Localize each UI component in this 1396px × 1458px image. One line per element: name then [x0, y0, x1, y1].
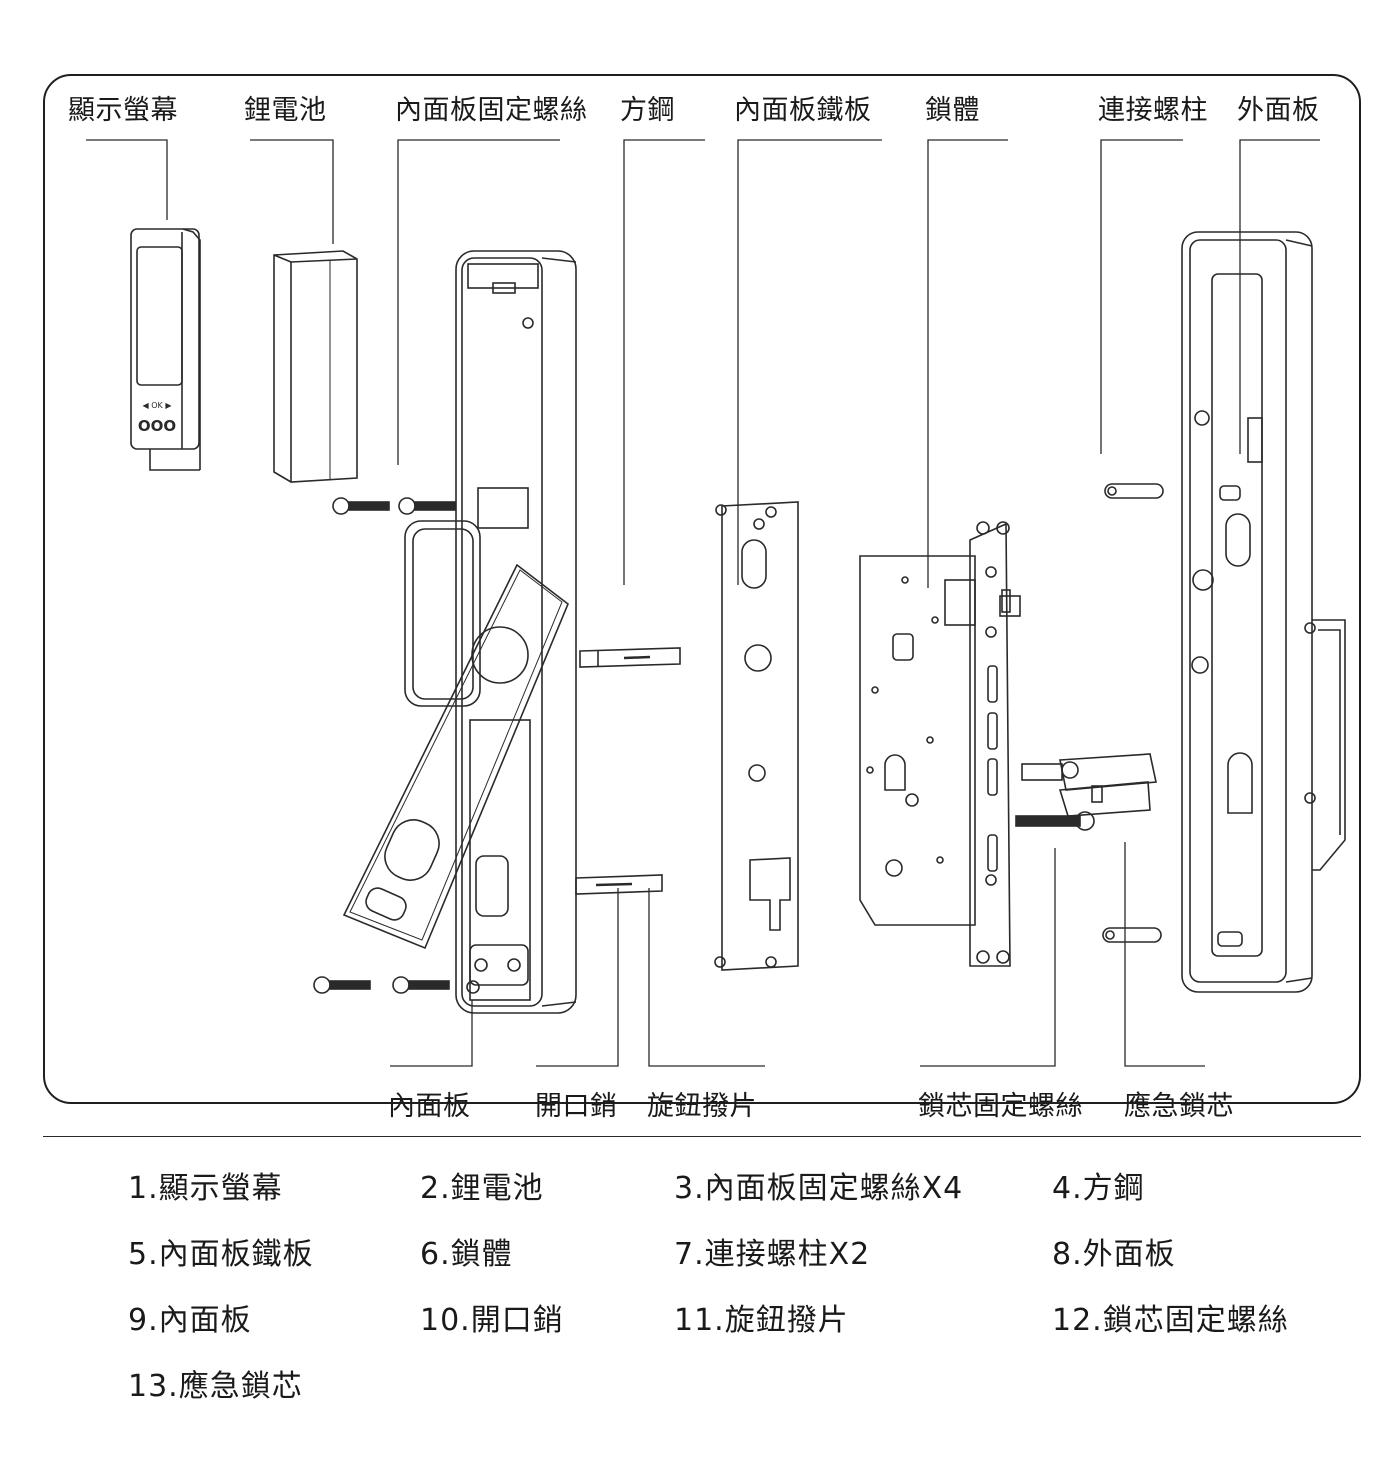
legend-divider: [43, 1136, 1361, 1137]
legend-item-12: 12.鎖芯固定螺絲: [1052, 1303, 1289, 1338]
lock-body-part: [859, 521, 1021, 967]
leader-lines-bottom: [390, 842, 1205, 1067]
legend-item-3: 3.內面板固定螺絲X4: [674, 1171, 964, 1206]
label-inner-panel-screws: 內面板固定螺絲: [395, 95, 588, 126]
label-lithium-battery: 鋰電池: [244, 95, 327, 126]
label-emergency-cylinder: 應急鎖芯: [1124, 1091, 1234, 1122]
legend-item-10: 10.開口銷: [420, 1303, 564, 1338]
knob-plate-part: [575, 874, 663, 895]
connecting-studs: [1102, 483, 1164, 943]
label-connecting-stud: 連接螺柱: [1098, 95, 1208, 126]
keypad-module: [404, 520, 481, 707]
inner-panel-part: [455, 250, 577, 1014]
label-square-steel: 方鋼: [620, 95, 675, 126]
legend-item-11: 11.旋鈕撥片: [674, 1303, 849, 1338]
legend-item-8: 8.外面板: [1052, 1237, 1176, 1272]
legend-item-6: 6.鎖體: [420, 1237, 513, 1272]
legend-item-13: 13.應急鎖芯: [128, 1369, 303, 1404]
lock-cylinder-part: [1021, 753, 1157, 817]
battery-part: [273, 250, 358, 483]
outer-panel-part: [1181, 231, 1346, 993]
legend-item-2: 2.鋰電池: [420, 1171, 544, 1206]
display-dots: OOO: [138, 417, 176, 435]
square-steel-part: [579, 647, 681, 668]
legend-item-7: 7.連接螺柱X2: [674, 1237, 871, 1272]
legend-item-4: 4.方鋼: [1052, 1171, 1145, 1206]
label-inner-panel: 內面板: [388, 1091, 471, 1122]
display-screen-part: ◀ OK ▶ OOO: [130, 228, 201, 471]
label-split-pin: 開口銷: [535, 1091, 618, 1122]
cylinder-screw-part: [1015, 811, 1095, 831]
label-lock-body: 鎖體: [925, 95, 980, 126]
label-knob-plate: 旋鈕撥片: [647, 1091, 757, 1122]
label-display-screen: 顯示螢幕: [68, 95, 178, 126]
diagram-frame: [43, 74, 1361, 1104]
legend-item-9: 9.內面板: [128, 1303, 252, 1338]
iron-plate-part: [714, 501, 799, 971]
leader-lines-top: [86, 139, 1320, 588]
legend-item-5: 5.內面板鐵板: [128, 1237, 314, 1272]
label-outer-panel: 外面板: [1237, 95, 1320, 126]
legend-item-1: 1.顯示螢幕: [128, 1171, 283, 1206]
inner-panel-screws: [313, 497, 456, 994]
display-button-text: ◀ OK ▶: [143, 401, 173, 410]
label-inner-panel-iron-plate: 內面板鐵板: [734, 95, 872, 126]
label-cylinder-screw: 鎖芯固定螺絲: [918, 1091, 1083, 1122]
inner-panel-cover: [342, 563, 569, 950]
